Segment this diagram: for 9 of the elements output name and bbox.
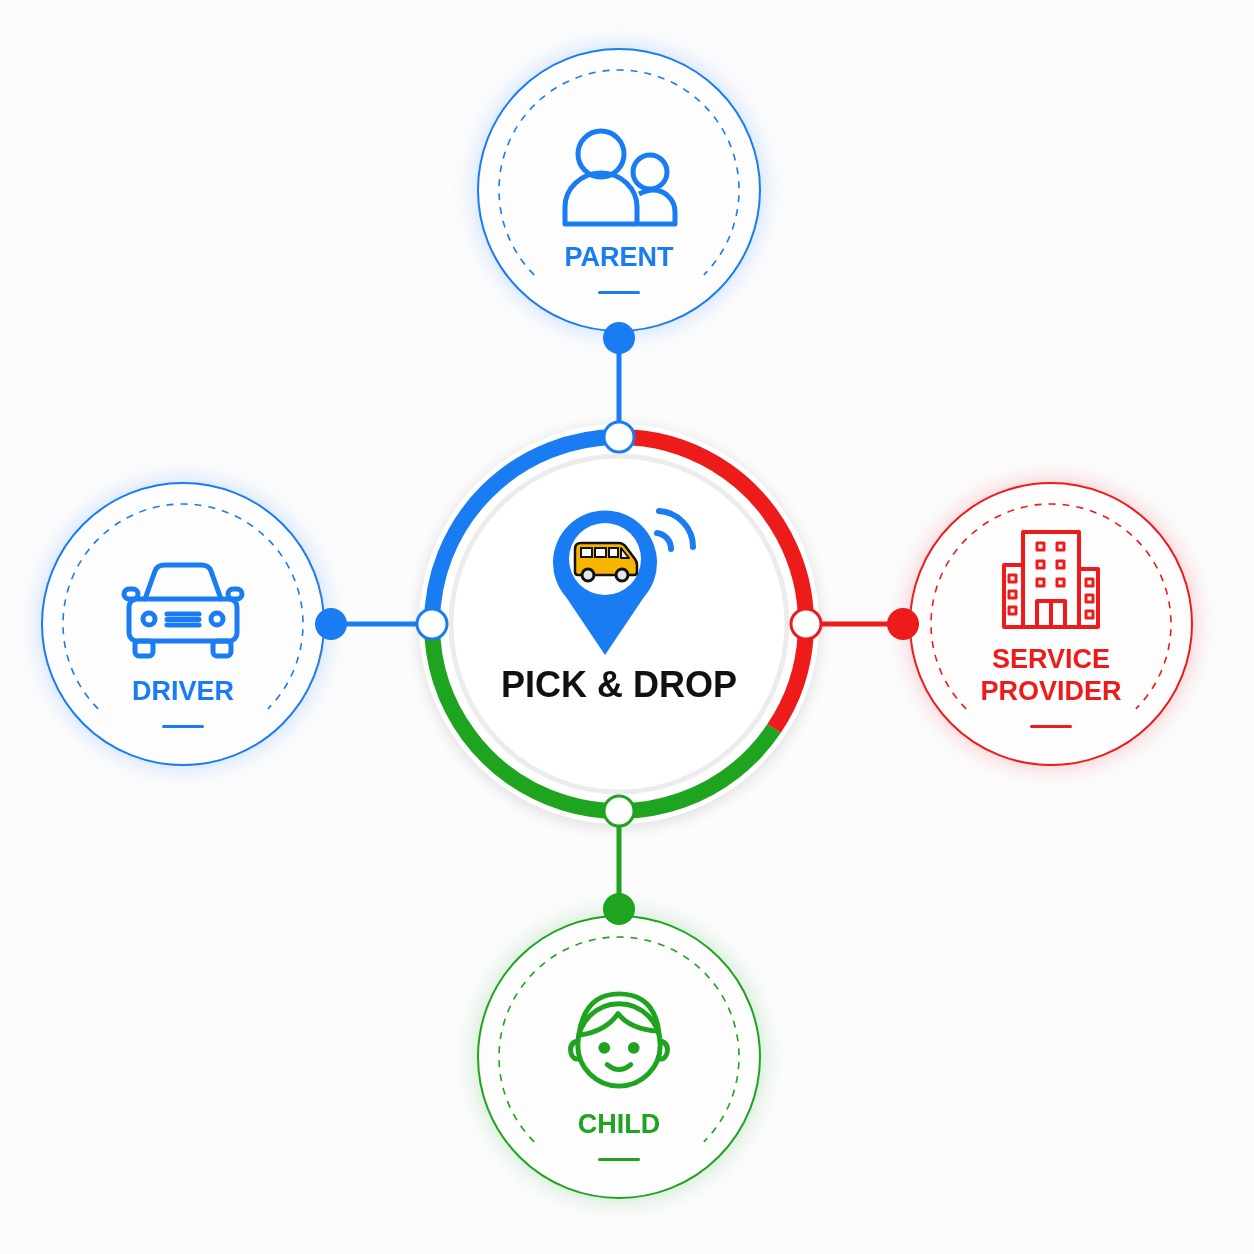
role-label: SERVICE PROVIDER [979, 643, 1123, 707]
role-label: DRIVER [132, 675, 234, 707]
role-label: PARENT [564, 241, 674, 273]
connector-line [602, 794, 636, 925]
role-label: CHILD [577, 1108, 661, 1140]
connector-line [789, 607, 919, 641]
connector-line [315, 607, 449, 641]
hub-title: PICK & DROP [501, 665, 737, 705]
connector-line [602, 322, 636, 454]
